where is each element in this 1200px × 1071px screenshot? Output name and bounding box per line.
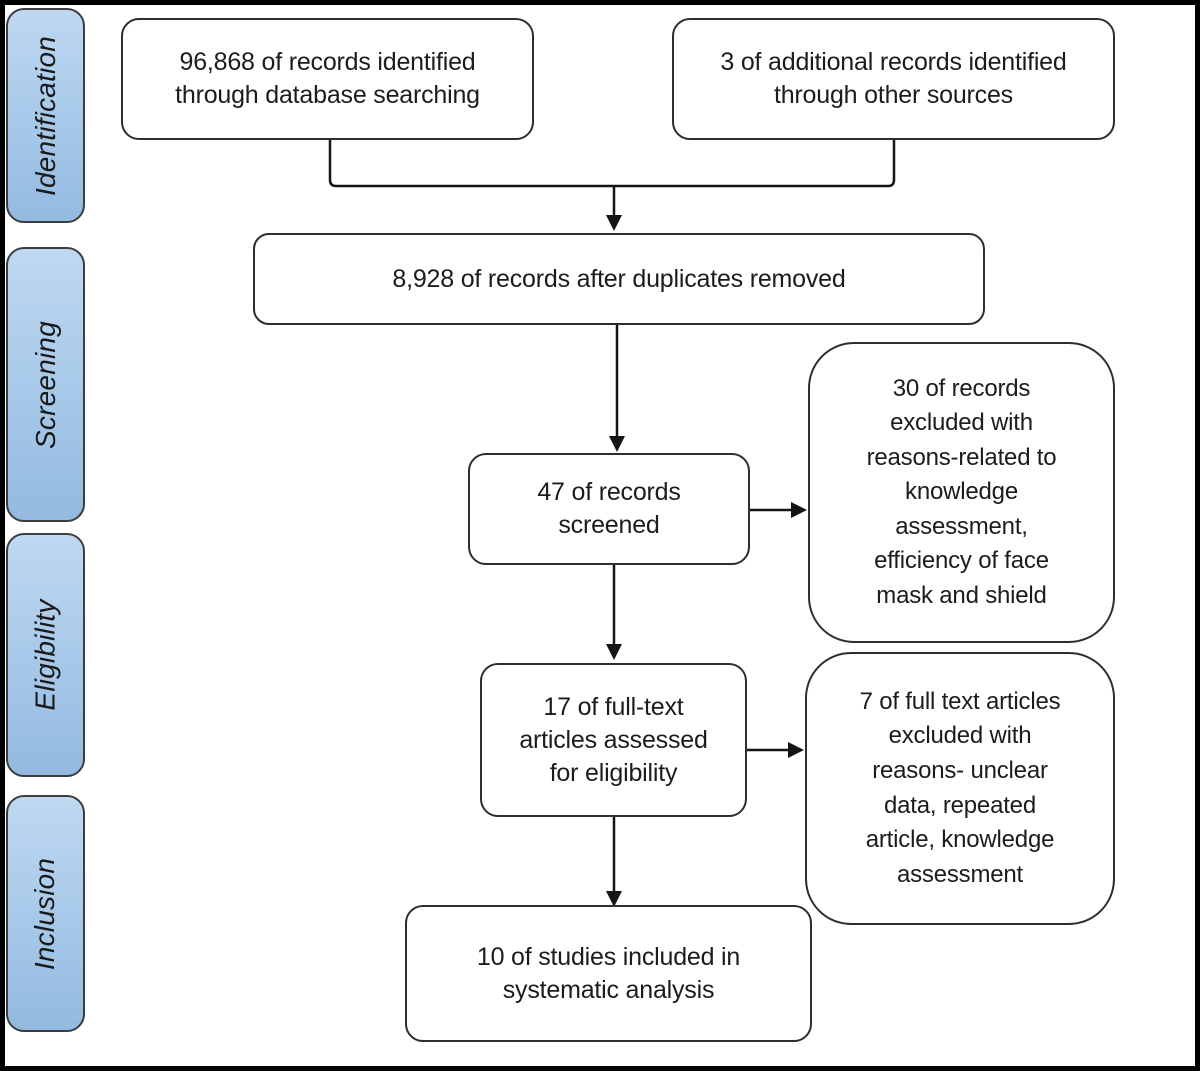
box-text: 3 of additional records identified throu… [720,48,1067,109]
stage-label: Eligibility [29,599,61,711]
stage-label: Identification [29,35,61,196]
box-text: 96,868 of records identified through dat… [175,48,480,109]
stage-inclusion: Inclusion [6,795,85,1032]
box-text: 10 of studies included in systematic ana… [476,942,741,1004]
box-text: 30 of records excluded with reasons-rela… [866,374,1057,609]
box-records-after-duplicates: 8,928 of records after duplicates remove… [253,233,985,325]
box-records-other-sources: 3 of additional records identified throu… [672,18,1115,140]
box-records-excluded: 30 of records excluded with reasons-rela… [808,342,1115,643]
stage-eligibility: Eligibility [6,533,85,777]
box-fulltext-assessed: 17 of full-text articles assessed for el… [480,663,747,817]
box-records-screened: 47 of records screened [468,453,750,565]
box-text: 47 of records screened [537,478,681,539]
stage-screening: Screening [6,247,85,522]
stage-label: Screening [29,320,61,449]
box-fulltext-excluded: 7 of full text articles excluded with re… [805,652,1115,925]
box-text: 7 of full text articles excluded with re… [859,687,1061,888]
box-text: 17 of full-text articles assessed for el… [519,692,708,787]
box-studies-included: 10 of studies included in systematic ana… [405,905,812,1042]
stage-label: Inclusion [29,857,61,970]
box-records-identified-database: 96,868 of records identified through dat… [121,18,534,140]
box-text: 8,928 of records after duplicates remove… [392,264,846,293]
merge-connector [328,140,896,188]
stage-identification: Identification [6,8,85,223]
